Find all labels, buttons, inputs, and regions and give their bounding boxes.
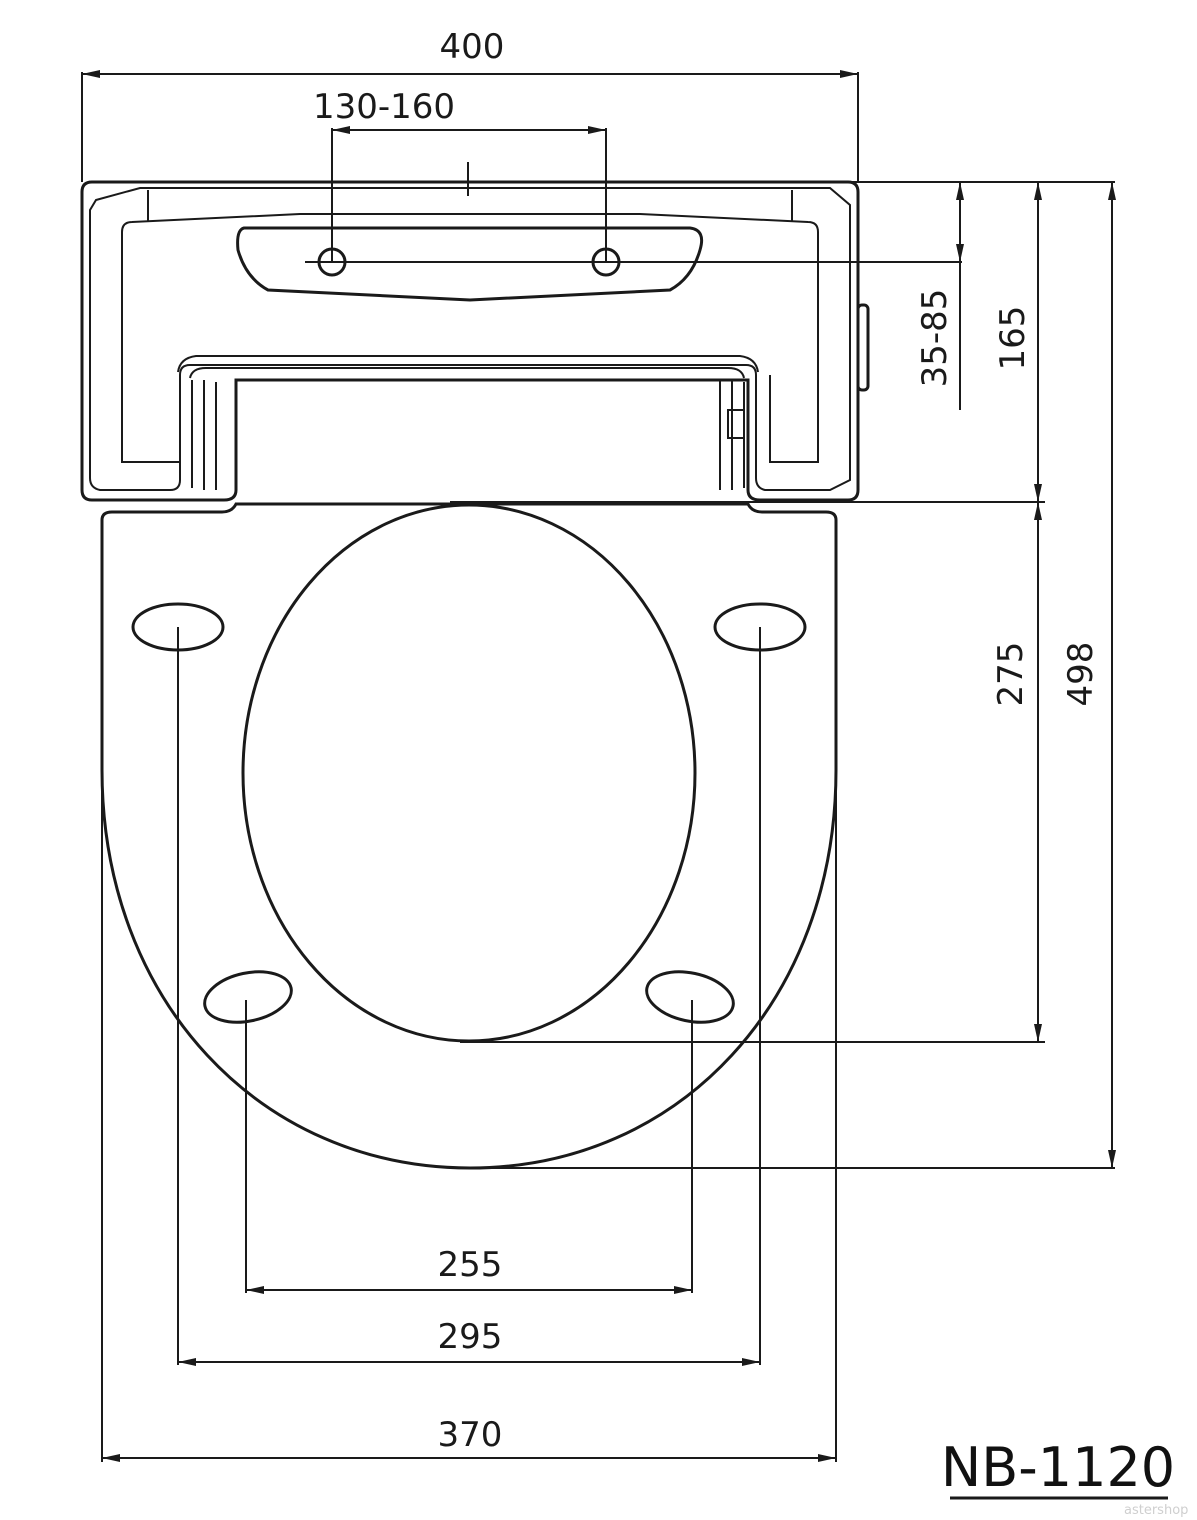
seat-opening xyxy=(241,503,697,1043)
dimension-lines xyxy=(81,70,1116,1462)
label-rear-fixing-spacing: 295 xyxy=(438,1317,503,1357)
fixing-pad-front-left xyxy=(203,970,293,1024)
fixing-pad-front-right xyxy=(645,970,735,1024)
release-button xyxy=(856,303,870,392)
hinge-latch xyxy=(727,409,745,439)
watermark: astershop xyxy=(1124,1503,1188,1518)
label-total-length: 498 xyxy=(1061,642,1101,707)
seat xyxy=(100,502,838,1170)
hinge-inner-contour xyxy=(89,187,851,491)
hinge-pin-left xyxy=(191,380,217,490)
hinge-pin-right xyxy=(719,380,745,490)
mounting-plate xyxy=(236,226,704,302)
hinge-bar-inner xyxy=(189,367,745,379)
model-number: NB-1120 xyxy=(941,1436,1175,1499)
hinge-cover-plate xyxy=(121,213,819,463)
dimension-labels: 400 130-160 35-85 165 275 498 255 295 37… xyxy=(313,27,1101,1455)
label-opening-length: 275 xyxy=(991,642,1031,707)
label-seat-width: 370 xyxy=(438,1415,503,1455)
label-hole-depth: 35-85 xyxy=(915,289,955,388)
seat-outline xyxy=(100,502,838,1170)
label-hinge-depth: 165 xyxy=(993,306,1033,371)
hinge-cover-plate-left xyxy=(121,232,180,463)
label-overall-hinge-width: 400 xyxy=(440,27,505,67)
label-hole-spacing: 130-160 xyxy=(313,87,455,127)
hinge-outer-frame xyxy=(80,180,860,502)
hinge-bar xyxy=(177,355,759,373)
label-front-fixing-spacing: 255 xyxy=(438,1245,503,1285)
hinge-assembly xyxy=(80,162,962,502)
